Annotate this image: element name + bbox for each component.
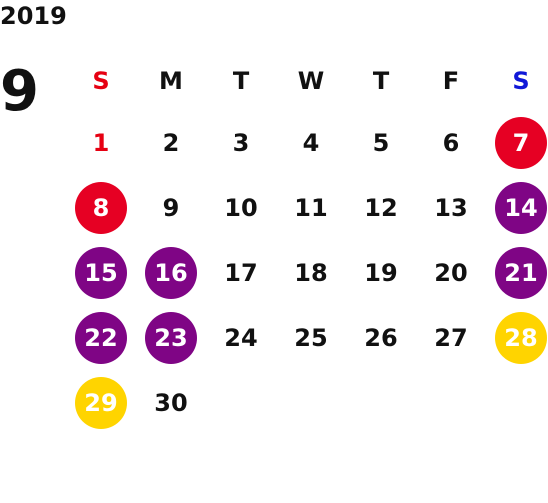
day-cell[interactable]: 11 [294, 193, 328, 222]
day-cell[interactable]: 7 [495, 116, 547, 169]
weekday-saturday: S [512, 67, 530, 95]
empty-day-cell [355, 377, 407, 429]
day-cell[interactable]: 6 [442, 128, 460, 157]
day-cell[interactable]: 20 [434, 258, 468, 287]
weekday-thursday: T [372, 67, 390, 95]
day-cell[interactable]: 10 [224, 193, 258, 222]
week-row: 15 16 17 18 19 20 21 [66, 240, 547, 305]
day-cell[interactable]: 26 [364, 323, 398, 352]
day-cell[interactable]: 19 [364, 258, 398, 287]
weekday-sunday: S [92, 67, 110, 95]
week-row: 8 9 10 11 12 13 14 [66, 175, 547, 240]
empty-day-cell [425, 377, 477, 429]
empty-day-cell [285, 377, 337, 429]
week-row: 22 23 24 25 26 27 28 [66, 305, 547, 370]
day-cell[interactable]: 24 [224, 323, 258, 352]
day-cell[interactable]: 30 [154, 388, 188, 417]
day-cell[interactable]: 22 [75, 311, 127, 364]
day-cell[interactable]: 5 [372, 128, 390, 157]
day-cell[interactable]: 17 [224, 258, 258, 287]
day-cell[interactable]: 8 [75, 181, 127, 234]
weekday-wednesday: W [297, 67, 325, 95]
day-cell[interactable]: 4 [302, 128, 320, 157]
day-cell[interactable]: 1 [92, 128, 110, 157]
day-cell[interactable]: 28 [495, 311, 547, 364]
year-label: 2019 [0, 2, 67, 30]
day-cell[interactable]: 14 [495, 181, 547, 234]
week-row: 29 30 [66, 370, 538, 435]
day-cell[interactable]: 25 [294, 323, 328, 352]
day-cell[interactable]: 13 [434, 193, 468, 222]
day-cell[interactable]: 23 [145, 311, 197, 364]
weekday-friday: F [442, 67, 460, 95]
day-cell[interactable]: 18 [294, 258, 328, 287]
weekday-tuesday: T [232, 67, 250, 95]
month-calendar: S M T W T F S 1 2 3 4 5 6 7 8 9 10 11 12… [66, 52, 547, 435]
day-cell[interactable]: 29 [75, 376, 127, 429]
day-cell[interactable]: 3 [232, 128, 250, 157]
day-cell[interactable]: 27 [434, 323, 468, 352]
empty-day-cell [215, 377, 267, 429]
day-cell[interactable]: 12 [364, 193, 398, 222]
weekday-monday: M [159, 67, 183, 95]
day-cell[interactable]: 16 [145, 246, 197, 299]
day-cell[interactable]: 9 [162, 193, 180, 222]
weekday-header-row: S M T W T F S [66, 52, 538, 110]
day-cell[interactable]: 2 [162, 128, 180, 157]
day-cell[interactable]: 21 [495, 246, 547, 299]
empty-day-cell [495, 377, 547, 429]
week-row: 1 2 3 4 5 6 7 [66, 110, 547, 175]
day-cell[interactable]: 15 [75, 246, 127, 299]
month-label: 9 [0, 59, 39, 124]
